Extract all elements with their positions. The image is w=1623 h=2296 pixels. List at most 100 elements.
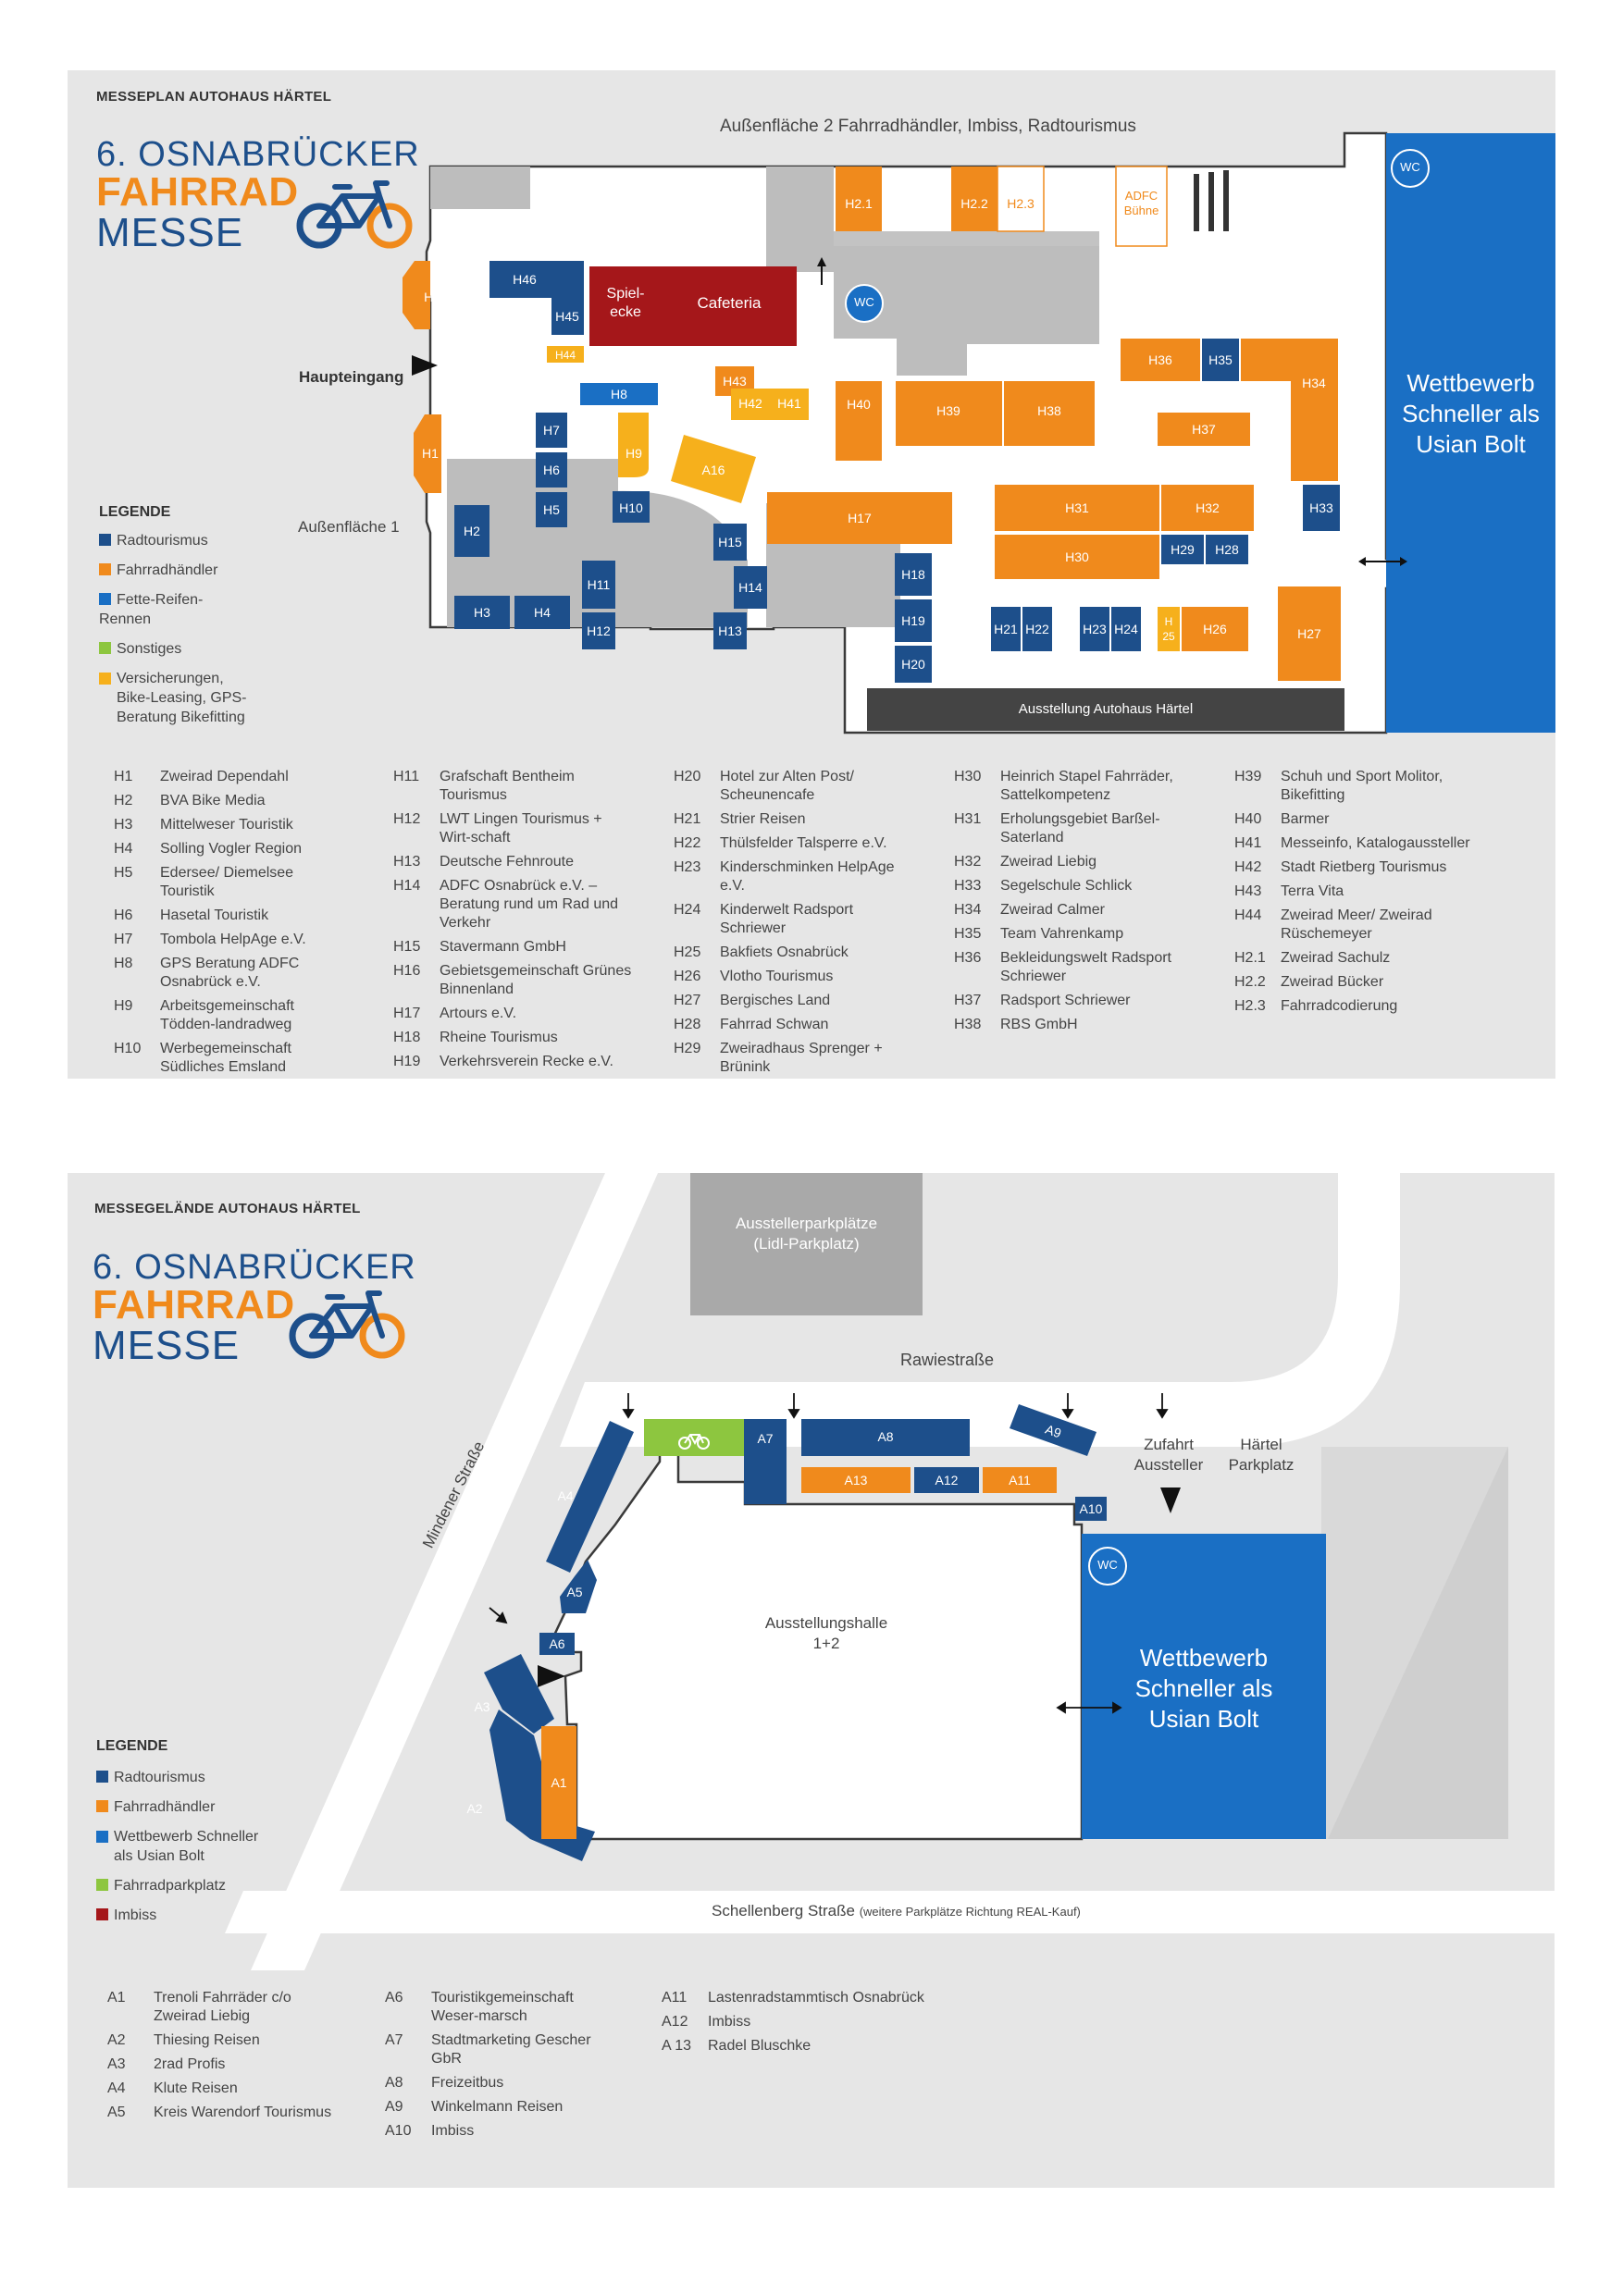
booth-id: A12 [662,2014,688,2030]
exhibitor-name: Schuh und Sport Molitor, Bikefitting [1281,769,1443,803]
booth-id: H41 [1234,835,1262,851]
booth-id: A 13 [662,2038,692,2054]
exhibitor-name: 2rad Profis [154,2056,226,2072]
booth-id: H31 [954,811,982,827]
booth-id: A3 [107,2056,126,2072]
exhibitor-name: Zweirad Meer/ Zweirad Rüschemeyer [1281,907,1432,942]
exhibitor-name: Stadtmarketing Gescher GbR [431,2032,591,2067]
exhibitor-name: Strier Reisen [720,811,806,827]
svg-text:H5: H5 [543,502,560,517]
booth-id: H2.2 [1234,974,1266,990]
spielecke-label: Spiel- ecke [606,286,645,320]
wc-label: WC [1097,1558,1118,1572]
exhibitor-name: Werbegemeinschaft Südliches Emsland [160,1041,291,1075]
svg-text:H24: H24 [1114,622,1138,636]
svg-text:H20: H20 [901,657,925,672]
booth-id: H27 [674,993,701,1008]
booth-id: H44 [1234,907,1262,923]
booth-id: H12 [393,811,421,827]
booth-H2 [454,505,489,557]
booth-id: A2 [107,2032,126,2048]
exhibitor-name: Edersee/ Diemelsee Touristik [160,865,294,899]
exhibitor-name: Trenoli Fahrräder c/o Zweirad Liebig [154,1990,291,2024]
svg-text:A11: A11 [1009,1473,1031,1487]
exhibitor-name: Imbiss [708,2014,751,2030]
ausstellerparkplatz [690,1173,923,1315]
site-plan-panel: A7 A8 A13 A12 A11 A10 A9 A4 A5 A6 A3 A2 … [68,1173,1555,2188]
booth-H33 [1303,485,1340,531]
svg-text:A4: A4 [557,1488,573,1503]
schellenberg-strasse-label: Schellenberg Straße (weitere Parkplätze … [712,1902,1081,1920]
booth-A16 [671,435,756,503]
svg-text:H26: H26 [1203,622,1227,636]
booth-id: H28 [674,1017,701,1032]
legend: Radtourismus Fahrradhändler Fette-Reifen… [99,531,247,727]
exhibitor-name: Lastenradstammtisch Osnabrück [708,1990,924,2006]
schellenberg-strasse [225,1891,1555,1933]
exhibitor-name: Grafschaft Bentheim Tourismus [440,769,575,803]
svg-text:H13: H13 [718,623,742,638]
exhibitor-name: Stadt Rietberg Tourismus [1281,859,1447,875]
booth-id: H40 [1234,811,1262,827]
booth-H28 [1206,535,1248,564]
booth-id: H6 [114,907,133,923]
booth-id: H24 [674,902,701,918]
exhibitor-name: Thülsfelder Talsperre e.V. [720,835,887,851]
booth-H29 [1161,535,1204,564]
legend-item: Sonstiges [99,639,247,659]
booth-id: H25 [674,944,701,960]
svg-text:H42: H42 [738,396,762,411]
svg-text:A6: A6 [549,1636,564,1651]
booth-id: H1 [114,769,133,784]
booth-id: A5 [107,2105,126,2120]
svg-text:H15: H15 [718,535,742,549]
booth-id: H38 [954,1017,982,1032]
booth-id: H11 [393,769,420,784]
svg-text:H45: H45 [555,309,579,324]
logo-line-3: MESSE [96,210,244,255]
booth-id: A6 [385,1990,403,2006]
exhibitor-name: Deutsche Fehnroute [440,854,574,870]
svg-text:A12: A12 [935,1473,959,1487]
svg-text:H9: H9 [626,446,642,461]
svg-text:H43: H43 [723,374,747,389]
booth-H34 [1241,339,1338,481]
booth-id: A1 [107,1990,126,2006]
ausstellung-label: Ausstellung Autohaus Härtel [1018,701,1194,717]
panel-title: MESSEGELÄNDE AUTOHAUS HÄRTEL [94,1201,361,1216]
booth-id: H22 [674,835,701,851]
booth-A5 [560,1560,597,1613]
exhibitor-name: Fahrrad Schwan [720,1017,829,1032]
booth-id: H5 [114,865,133,881]
svg-text:A13: A13 [845,1473,868,1487]
wettbewerb-area [1082,1534,1326,1839]
aussenflaeche-2-label: Außenfläche 2 Fahrradhändler, Imbiss, Ra… [720,117,1136,136]
booth-id: H30 [954,769,982,784]
svg-text:A2: A2 [466,1801,482,1816]
booth-H39 [896,381,1002,446]
exhibitor-name: BVA Bike Media [160,793,266,809]
booth-id: H29 [674,1041,701,1056]
exhibitor-name: Kinderwelt Radsport Schriewer [720,902,854,936]
list-item: H22 Thülsfelder Talsperre e.V. [674,834,905,853]
exhibitor-name: Rheine Tourismus [440,1030,558,1045]
svg-text:A9: A9 [1044,1422,1064,1441]
booth-H24 [1111,607,1141,651]
booth-cafeteria [662,266,797,346]
cafeteria-label: Cafeteria [697,294,762,312]
svg-text:H33: H33 [1309,500,1333,515]
svg-text:H34: H34 [1302,376,1326,390]
